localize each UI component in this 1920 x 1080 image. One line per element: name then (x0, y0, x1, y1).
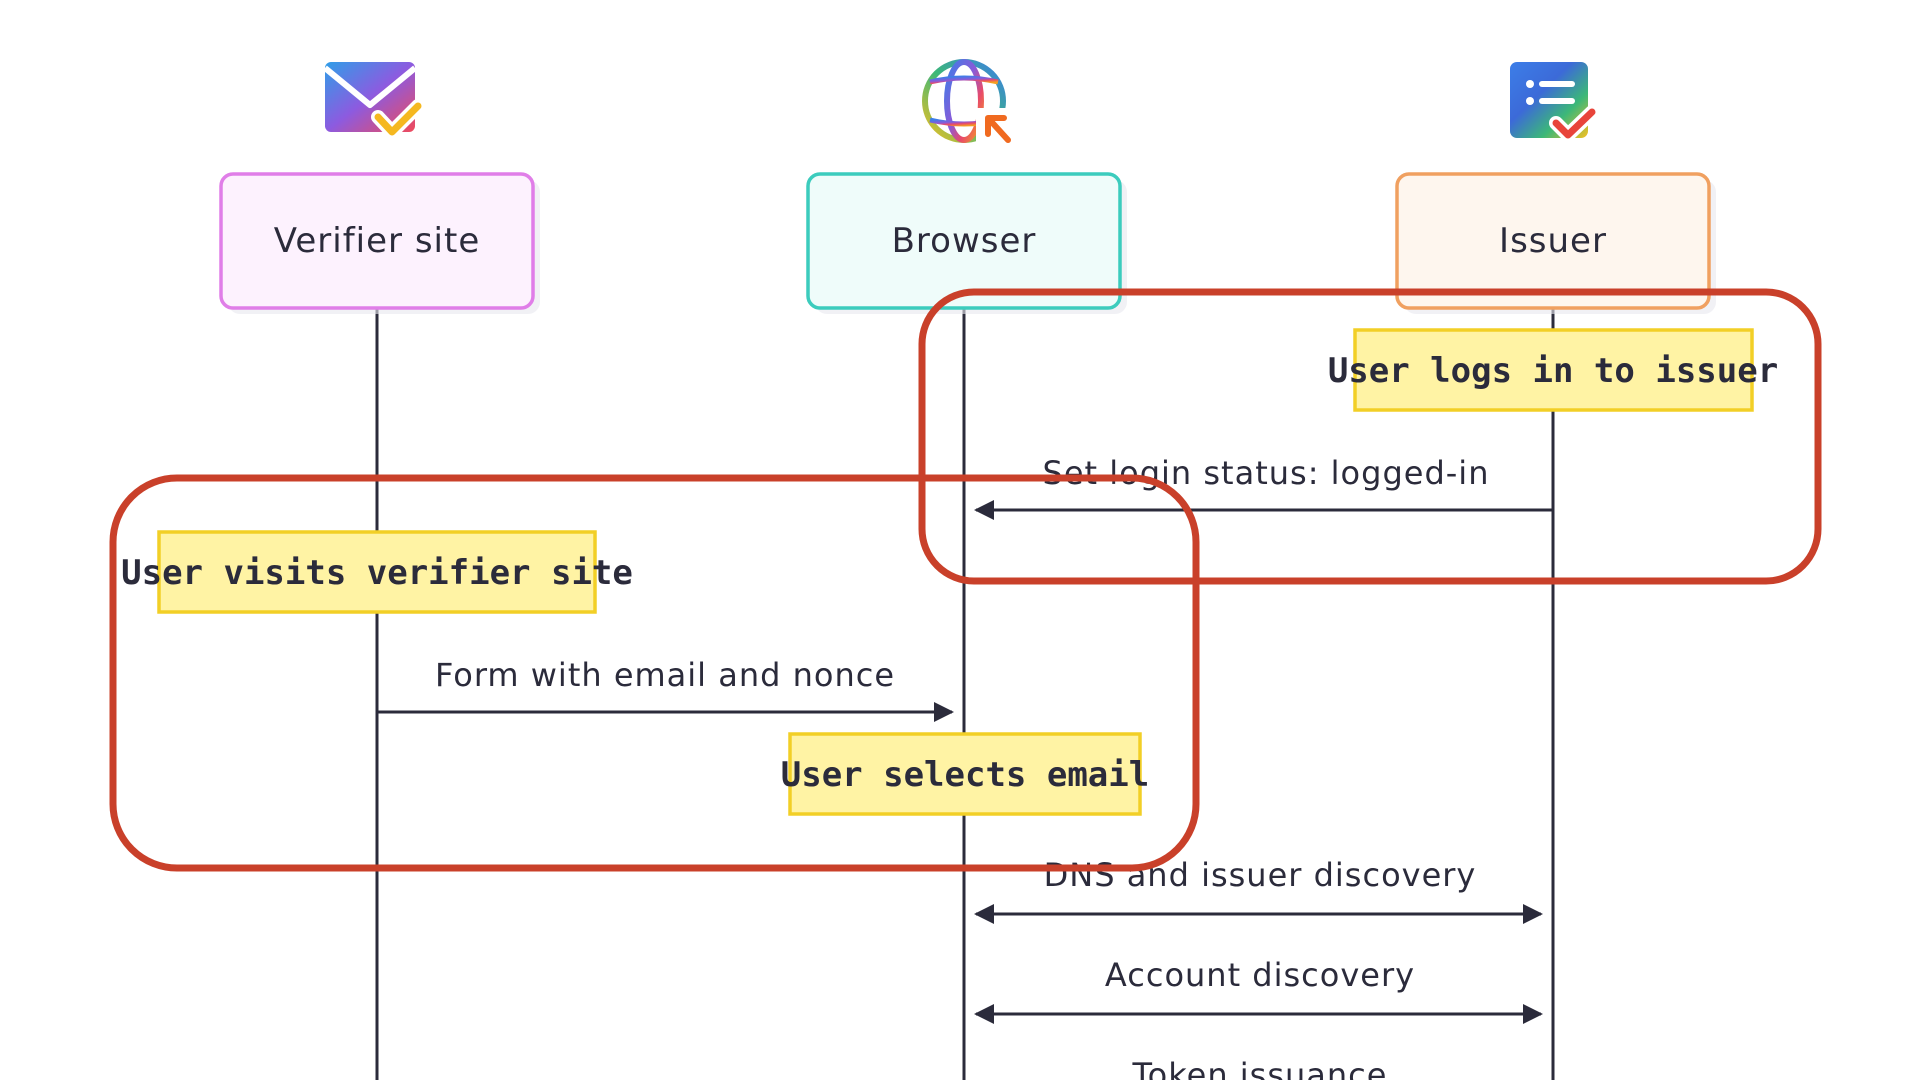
actor-label: Issuer (1499, 221, 1607, 261)
actor-browser: Browser (806, 172, 1127, 314)
highlight-issuer-login (918, 288, 1822, 585)
note-issuer-login: User logs in to issuer (1328, 328, 1778, 412)
actor-label: Browser (892, 221, 1037, 261)
list-check-icon (1510, 62, 1599, 142)
message-account-discovery: Account discovery (974, 956, 1543, 1024)
note-select-email: User selects email (781, 732, 1149, 816)
message-form: Form with email and nonce (377, 656, 954, 722)
message-label: Token issuance (1132, 1056, 1388, 1080)
highlight-verifier-flow (109, 474, 1200, 872)
email-check-icon (323, 62, 425, 139)
note-text: User visits verifier site (121, 553, 633, 593)
message-token-issuance: Token issuance (1132, 1056, 1388, 1080)
note-verifier-visit: User visits verifier site (121, 530, 633, 614)
actor-issuer: Issuer (1395, 172, 1716, 314)
message-login-status: Set login status: logged-in (974, 454, 1553, 520)
message-label: DNS and issuer discovery (1044, 856, 1477, 894)
message-label: Account discovery (1105, 956, 1415, 994)
actor-verifier-site: Verifier site (219, 172, 540, 314)
note-text: User logs in to issuer (1328, 351, 1778, 391)
note-text: User selects email (781, 755, 1149, 795)
message-label: Set login status: logged-in (1043, 454, 1490, 492)
message-label: Form with email and nonce (435, 656, 895, 694)
globe-cursor-icon (922, 59, 1016, 144)
message-dns-discovery: DNS and issuer discovery (974, 856, 1543, 924)
actor-label: Verifier site (274, 221, 481, 261)
